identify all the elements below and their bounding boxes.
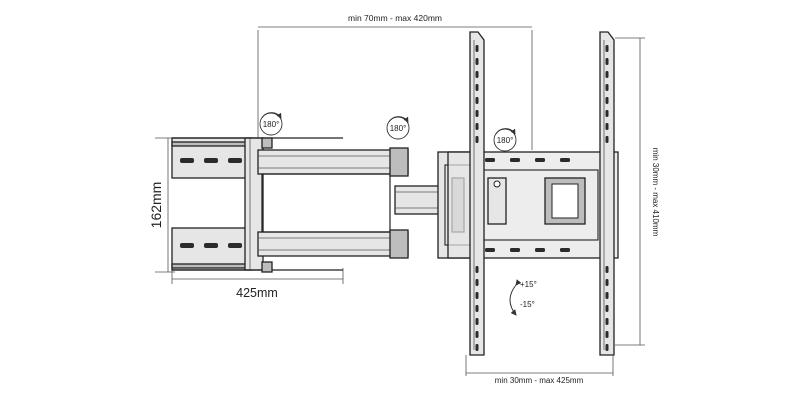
arm-extension-dimension: min 70mm - max 420mm [257, 13, 533, 150]
rotation-label-head: 180° [497, 136, 514, 145]
rail-slot [475, 123, 479, 130]
rail-slot [475, 45, 479, 52]
rail-slot [605, 318, 609, 325]
rail-slot [605, 45, 609, 52]
rail-slot [605, 292, 609, 299]
rail-slot [475, 97, 479, 104]
rotation-indicator-head: 180° [493, 128, 517, 152]
articulating-arm [257, 147, 456, 259]
rail-slot [605, 71, 609, 78]
arm-extension-label: min 70mm - max 420mm [348, 13, 442, 23]
rotation-label-wall: 180° [263, 120, 280, 129]
vesa-height-label: min 30mm - max 410mm [651, 148, 660, 237]
rail-slot [605, 344, 609, 351]
rail-slot [475, 71, 479, 78]
rail-slot [475, 331, 479, 338]
rail-slot [605, 136, 609, 143]
rail-slot [475, 58, 479, 65]
rail-slot [475, 305, 479, 312]
rail-slot [605, 266, 609, 273]
tilt-down-label: -15° [520, 300, 535, 309]
rail-slot [475, 136, 479, 143]
rail-slot [475, 279, 479, 286]
rail-slot [475, 266, 479, 273]
vesa-width-label: min 30mm - max 425mm [495, 376, 584, 385]
wall-plate-width-dimension: 425mm [171, 268, 344, 300]
rail-slot [475, 318, 479, 325]
rail-slot [475, 344, 479, 351]
rail-slot [605, 84, 609, 91]
rail-slot [605, 123, 609, 130]
wall-plate-width-label: 425mm [236, 286, 278, 300]
vesa-rail-right [599, 31, 615, 356]
vesa-width-dimension: min 30mm - max 425mm [465, 355, 614, 385]
rail-slot [605, 279, 609, 286]
rail-slot [475, 84, 479, 91]
vesa-rail-slots [475, 45, 609, 351]
rotation-label-elbow: 180° [390, 124, 407, 133]
rotation-indicator-wall: 180° [259, 112, 283, 136]
rotation-indicator-elbow: 180° [386, 116, 410, 140]
rail-slot [605, 58, 609, 65]
tilt-indicator: +15° -15° [509, 279, 537, 316]
wall-plate-height-dimension: 162mm [148, 137, 175, 273]
rail-slot [605, 97, 609, 104]
rail-slot [475, 110, 479, 117]
vesa-rail-left [469, 31, 485, 356]
rail-slot [605, 331, 609, 338]
tilt-up-label: +15° [520, 280, 537, 289]
rail-slot [475, 292, 479, 299]
rail-slot [605, 305, 609, 312]
tilt-arrow-icon [509, 279, 522, 316]
vesa-height-dimension: min 30mm - max 410mm [615, 37, 660, 346]
wall-plate-height-label: 162mm [148, 182, 164, 229]
rail-slot [605, 110, 609, 117]
